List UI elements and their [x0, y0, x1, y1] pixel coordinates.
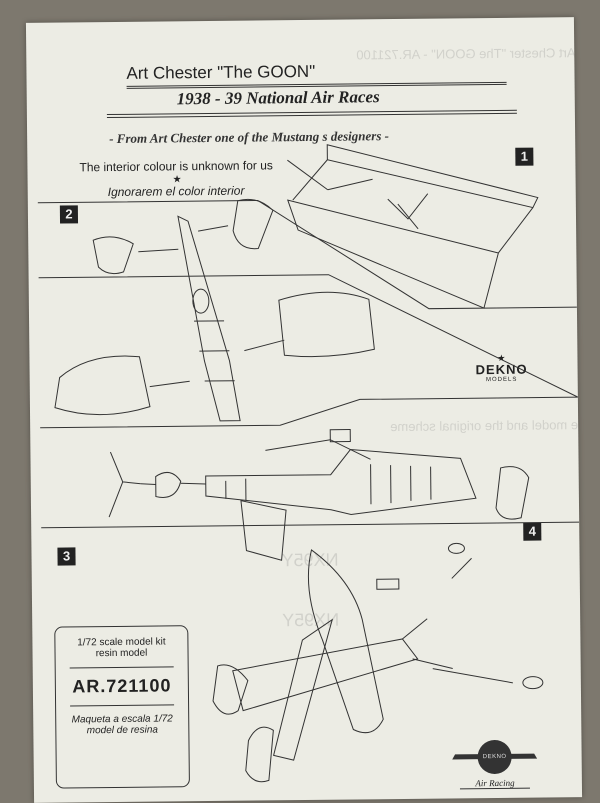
fuselage-side-panel	[287, 143, 539, 311]
rudder-part	[496, 466, 530, 519]
scale-label-es: Maqueta a escala 1/72	[56, 713, 188, 725]
fuselage-top-view	[178, 216, 240, 422]
wing-half	[279, 292, 375, 357]
material-label: resin model	[55, 647, 187, 659]
rudder-part	[93, 237, 133, 274]
spinner-part	[156, 472, 181, 497]
kit-info-box: 1/72 scale model kit resin model AR.7211…	[54, 625, 190, 788]
air-racing-logo: DEKNO Air Racing	[459, 740, 530, 790]
wing-half	[54, 356, 150, 415]
instruction-sheet: Art Chester "The GOON" - AR.721100 Decal…	[26, 17, 582, 803]
kit-code: AR.721100	[56, 675, 188, 697]
fuselage-assembly	[205, 428, 476, 561]
propeller-part	[108, 452, 141, 517]
material-label-es: model de resina	[56, 724, 188, 736]
